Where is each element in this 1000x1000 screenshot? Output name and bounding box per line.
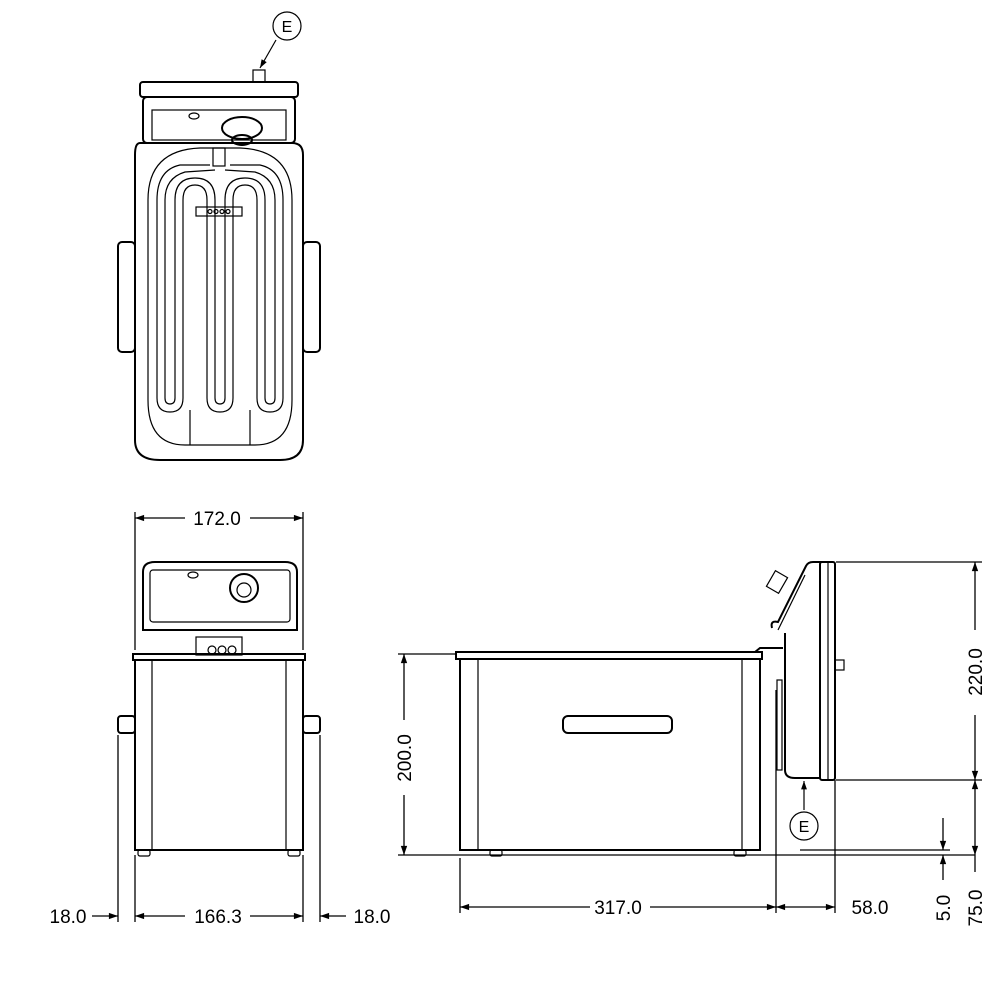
dim-body-height: 200.0 [395, 734, 416, 782]
dim-panel-depth: 58.0 [852, 898, 889, 919]
left-handle [117, 241, 136, 353]
top-view: E [117, 11, 321, 461]
left-handle [117, 715, 136, 734]
foot [733, 849, 747, 857]
callout-leader [259, 39, 277, 69]
callout-label: E [799, 819, 810, 836]
heating-element [156, 147, 284, 413]
callout-label: E [282, 19, 293, 36]
front-view: 172.0 18.0 166.3 18.0 [50, 509, 391, 928]
control-housing [142, 96, 296, 144]
dim-right-handle: 18.0 [354, 907, 391, 928]
dim-left-handle: 18.0 [50, 907, 87, 928]
fryer-body [134, 142, 304, 461]
dim-body-length: 317.0 [594, 898, 642, 919]
control-panel [151, 109, 287, 141]
callout-bubble [789, 811, 819, 841]
dim-body-width: 166.3 [194, 907, 242, 928]
basket-hook [776, 679, 783, 771]
dim-overall-width: 172.0 [193, 509, 241, 530]
dim-panel-height: 220.0 [966, 648, 987, 696]
connector-e [834, 659, 845, 671]
fryer-body [459, 658, 761, 851]
dim-foot-height: 5.0 [934, 895, 955, 921]
side-view: E 200.0 317.0 58.0 220.0 75.0 5.0 [395, 561, 987, 927]
control-housing [784, 633, 820, 779]
connector-e [252, 69, 266, 83]
basket [147, 147, 293, 446]
dim-panel-bottom: 75.0 [966, 890, 987, 927]
callout-bubble [272, 11, 302, 41]
right-handle [302, 241, 321, 353]
control-panel [149, 569, 291, 623]
foot [489, 849, 503, 857]
foot [287, 849, 301, 857]
indicator-lamp [188, 112, 200, 120]
fryer-body [134, 659, 304, 851]
foot [137, 849, 151, 857]
control-housing [142, 561, 298, 631]
lid [139, 81, 299, 98]
basket-handle [562, 715, 673, 734]
thermostat-knob [229, 573, 259, 603]
right-handle [302, 715, 321, 734]
thermostat-knob [765, 569, 789, 595]
indicator-lamp [187, 571, 199, 579]
thermostat-knob [221, 116, 263, 140]
rim [455, 651, 763, 660]
